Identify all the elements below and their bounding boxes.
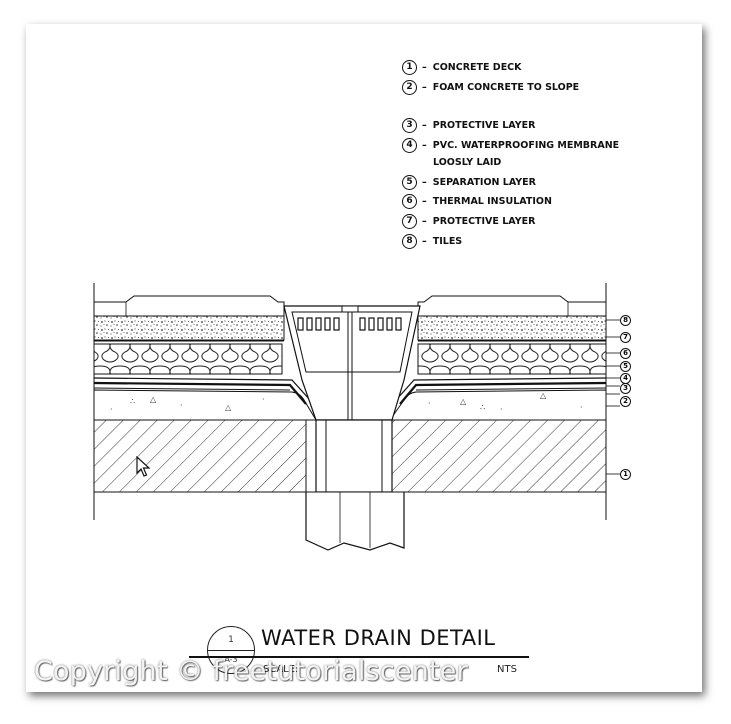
scale-value: NTS	[497, 664, 517, 675]
legend-label: FOAM CONCRETE TO SLOPE	[432, 82, 580, 93]
legend-item: 7– PROTECTIVE LAYER	[402, 214, 535, 229]
legend-item: 5– SEPARATION LAYER	[402, 175, 536, 190]
svg-text:△: △	[460, 397, 467, 406]
svg-text:·: ·	[262, 395, 265, 404]
detail-number: 1	[228, 635, 234, 645]
legend-label: THERMAL INSULATION	[432, 196, 552, 207]
legend-item: 1– CONCRETE DECK	[402, 60, 522, 75]
svg-text:∴: ∴	[480, 403, 485, 412]
legend-label: SEPARATION LAYER	[432, 177, 536, 188]
svg-text:·: ·	[180, 401, 183, 410]
legend-label: TILES	[432, 236, 463, 247]
legend-label: CONCRETE DECK	[432, 62, 522, 73]
legend-label: PROTECTIVE LAYER	[432, 216, 536, 227]
svg-text:·: ·	[428, 399, 431, 408]
legend-label-continued: LOOSLY LAID	[433, 157, 502, 168]
legend-number: 6	[402, 194, 417, 209]
legend-item: 8– TILES	[402, 234, 462, 249]
arrow-pointer-icon	[136, 456, 151, 477]
legend-label: PVC. WATERPROOFING MEMBRANE	[432, 140, 620, 151]
legend-number: 1	[402, 60, 417, 75]
legend-number: 8	[402, 234, 417, 249]
svg-text:△: △	[225, 403, 232, 412]
legend-item: 2– FOAM CONCRETE TO SLOPE	[402, 80, 579, 95]
legend-item: 6– THERMAL INSULATION	[402, 194, 552, 209]
drawing-title: WATER DRAIN DETAIL	[261, 626, 496, 650]
detail-reference-circle: 1 A-3	[207, 626, 255, 674]
title-underline	[189, 656, 529, 658]
legend-number: 5	[402, 175, 417, 190]
svg-text:·: ·	[580, 403, 583, 412]
legend-number: 7	[402, 214, 417, 229]
svg-text:·: ·	[110, 405, 113, 414]
svg-text:△: △	[150, 395, 157, 404]
svg-text:∴: ∴	[130, 397, 135, 406]
sheet-reference: A-3	[224, 655, 238, 664]
legend-number: 3	[402, 118, 417, 133]
copyright-watermark: Copyright © freetutorialscenter	[34, 656, 468, 687]
svg-text:·: ·	[500, 405, 503, 414]
title-block: 1 A-3 WATER DRAIN DETAIL SCALE: NTS	[185, 620, 545, 680]
legend-item: 4– PVC. WATERPROOFING MEMBRANE	[402, 138, 619, 153]
legend-number: 4	[402, 138, 417, 153]
scale-label: SCALE:	[263, 664, 299, 675]
legend-number: 2	[402, 80, 417, 95]
legend-label: PROTECTIVE LAYER	[432, 120, 536, 131]
legend-item: 3– PROTECTIVE LAYER	[402, 118, 535, 133]
svg-text:△: △	[540, 391, 547, 400]
